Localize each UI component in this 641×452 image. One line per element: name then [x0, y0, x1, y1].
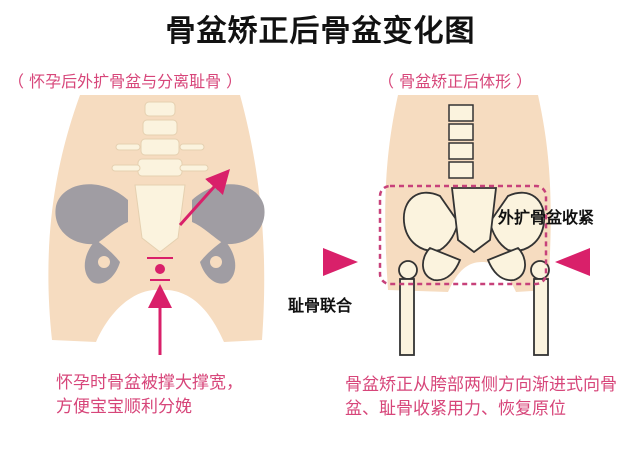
right-panel-subtitle: （ 骨盆矫正后体形 ） — [378, 72, 533, 91]
right-caption-line2: 盆、耻骨收紧用力、恢复原位 — [345, 399, 566, 419]
tightening-dashed-box — [378, 184, 548, 286]
right-body-figure — [323, 95, 590, 356]
left-panel-subtitle: （ 怀孕后外扩骨盆与分离耻骨 ） — [8, 72, 243, 91]
right-press-arrow — [555, 248, 590, 276]
pubic-separation-marker — [147, 257, 173, 281]
left-pelvis-widened — [55, 184, 265, 284]
page-title: 骨盆矫正后骨盆变化图 — [165, 14, 476, 49]
label-pelvis-tighten: 外扩骨盆收紧 — [498, 208, 595, 227]
left-caption-line2: 方便宝宝顺利分娩 — [56, 397, 192, 417]
label-pubic-symphysis: 耻骨联合 — [288, 296, 353, 315]
left-caption-line1: 怀孕时骨盆被撑大撑宽， — [56, 373, 243, 393]
left-press-arrow — [323, 248, 358, 276]
right-pelvis-corrected — [398, 187, 550, 356]
left-body-figure — [48, 95, 265, 355]
right-spine — [448, 104, 474, 179]
right-caption-line1: 骨盆矫正从胯部两侧方向渐进式向骨 — [345, 375, 617, 395]
left-spine — [111, 101, 209, 177]
outward-arrow — [178, 169, 230, 226]
